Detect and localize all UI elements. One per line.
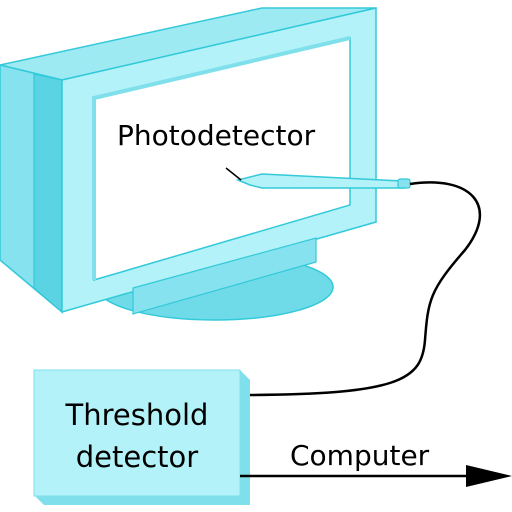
threshold-label-line1: Threshold [65, 398, 209, 432]
monitor-base-front [132, 237, 317, 315]
monitor [0, 7, 377, 321]
computer-arrow [240, 465, 512, 487]
light-pen-cap [397, 178, 411, 189]
threshold-detector [33, 369, 250, 505]
monitor-side-panel [33, 73, 63, 314]
threshold-label-line2: detector [76, 440, 199, 474]
threshold-detector-box [33, 369, 241, 497]
monitor-screen-edge [92, 36, 351, 280]
computer-label: Computer [290, 439, 430, 472]
photodetector-label: Photodetector [117, 119, 316, 152]
pen-cable [239, 181, 482, 397]
computer-arrow-head [466, 465, 512, 487]
photodetector-leader [225, 167, 242, 181]
